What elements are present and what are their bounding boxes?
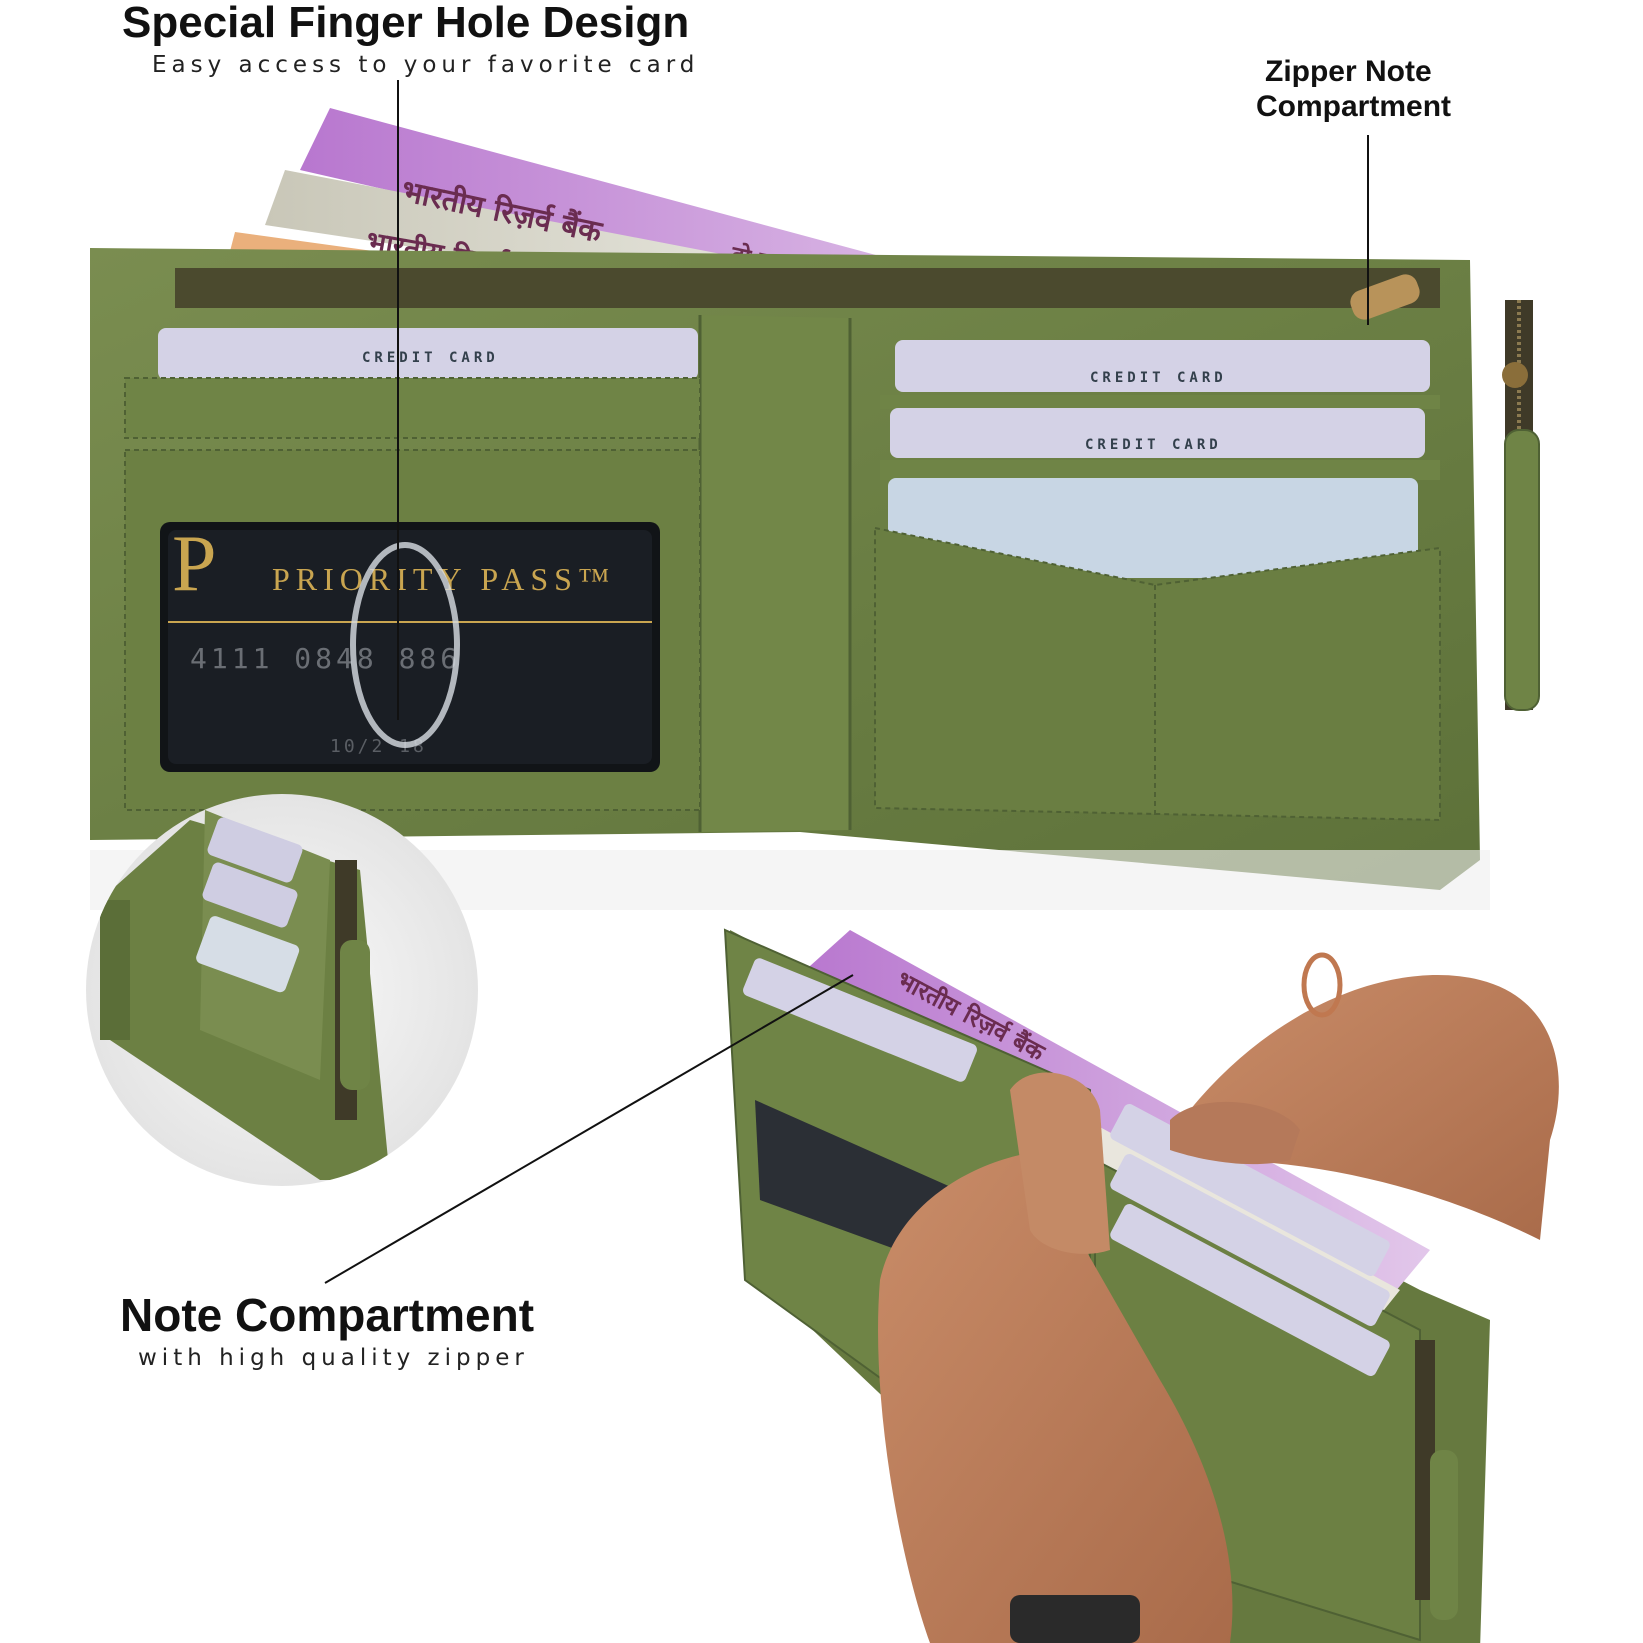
card-label-left: CREDIT CARD <box>362 350 499 366</box>
note-compartment-title: Note Compartment <box>120 1289 535 1341</box>
zipper-note-title-line2: Compartment <box>1256 90 1452 123</box>
note-compartment-pointer <box>324 974 854 1284</box>
svg-text:P: P <box>172 520 223 608</box>
svg-text:4111 0848 886: 4111 0848 886 <box>190 642 461 675</box>
svg-text:10/2 18: 10/2 18 <box>330 736 427 757</box>
card-label-right-1: CREDIT CARD <box>1090 370 1227 386</box>
note-compartment-subtitle: with high quality zipper <box>138 1345 529 1371</box>
finger-hole-subtitle: Easy access to your favorite card <box>152 52 700 78</box>
zipper-note-title-line1: Zipper Note <box>1265 55 1432 88</box>
finger-hole <box>350 542 460 748</box>
hand-wallet: भारतीय रिज़र्व बैंक भारतीय रिज़र्व बैंक <box>723 928 1559 1643</box>
card-label-right-2: CREDIT CARD <box>1085 437 1222 453</box>
finger-hole-title: Special Finger Hole Design <box>122 0 690 47</box>
zoom-inset <box>86 794 478 1186</box>
